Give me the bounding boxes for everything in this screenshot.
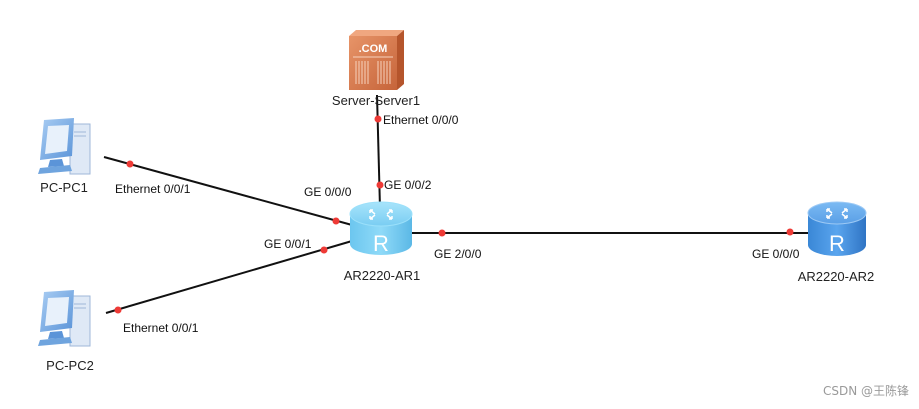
router-icon: R (807, 201, 867, 256)
port-dots (114, 115, 794, 314)
device-server1[interactable]: .COM Server-Server1 (332, 30, 420, 108)
port-dot-pc2-eth001[interactable] (114, 306, 122, 314)
port-dot-ar1-ge001[interactable] (320, 246, 328, 254)
port-label-ar1-ge002: GE 0/0/2 (384, 178, 432, 192)
pc-icon (38, 290, 91, 347)
port-dot-ar1-ge000[interactable] (332, 217, 340, 225)
router-glyph: R (373, 231, 389, 256)
device-pc2[interactable]: PC-PC2 (38, 290, 94, 373)
device-label-server1: Server-Server1 (332, 93, 420, 108)
port-label-ar1-ge200: GE 2/0/0 (434, 247, 482, 261)
port-label-pc1: Ethernet 0/0/1 (115, 182, 191, 196)
device-label-ar1: AR2220-AR1 (344, 268, 421, 283)
port-label-ar1-ge000: GE 0/0/0 (304, 185, 352, 199)
router-arrows-icon (826, 208, 848, 219)
server-badge: .COM (359, 43, 388, 55)
port-dot-ar1-ge200[interactable] (438, 229, 446, 237)
port-label-ar1-ge001: GE 0/0/1 (264, 237, 312, 251)
port-labels: Ethernet 0/0/0 GE 0/0/2 Ethernet 0/0/1 G… (115, 113, 800, 335)
device-label-pc2: PC-PC2 (46, 358, 94, 373)
device-ar2[interactable]: R AR2220-AR2 (798, 201, 875, 284)
port-label-ar2-ge000: GE 0/0/0 (752, 247, 800, 261)
port-dot-pc1-eth001[interactable] (126, 160, 134, 168)
router-glyph: R (829, 231, 845, 256)
link-server1-ar1[interactable] (376, 94, 381, 209)
router-arrows-icon (369, 209, 393, 220)
link-pc1-ar1[interactable] (103, 156, 353, 226)
port-dot-ar1-ge002[interactable] (376, 181, 384, 189)
pc-icon (38, 118, 91, 175)
links (103, 94, 812, 314)
device-pc1[interactable]: PC-PC1 (38, 118, 91, 195)
device-ar1[interactable]: R AR2220-AR1 (344, 201, 421, 283)
port-dot-server1-eth000[interactable] (374, 115, 382, 123)
router-icon: R (349, 201, 413, 256)
port-label-pc2: Ethernet 0/0/1 (123, 321, 199, 335)
server-icon: .COM (349, 30, 404, 90)
port-dot-ar2-ge000[interactable] (786, 228, 794, 236)
device-label-ar2: AR2220-AR2 (798, 269, 875, 284)
watermark: CSDN @王陈锋 (822, 384, 909, 398)
link-pc2-ar1[interactable] (105, 240, 353, 314)
device-label-pc1: PC-PC1 (40, 180, 88, 195)
port-label-server1: Ethernet 0/0/0 (383, 113, 459, 127)
